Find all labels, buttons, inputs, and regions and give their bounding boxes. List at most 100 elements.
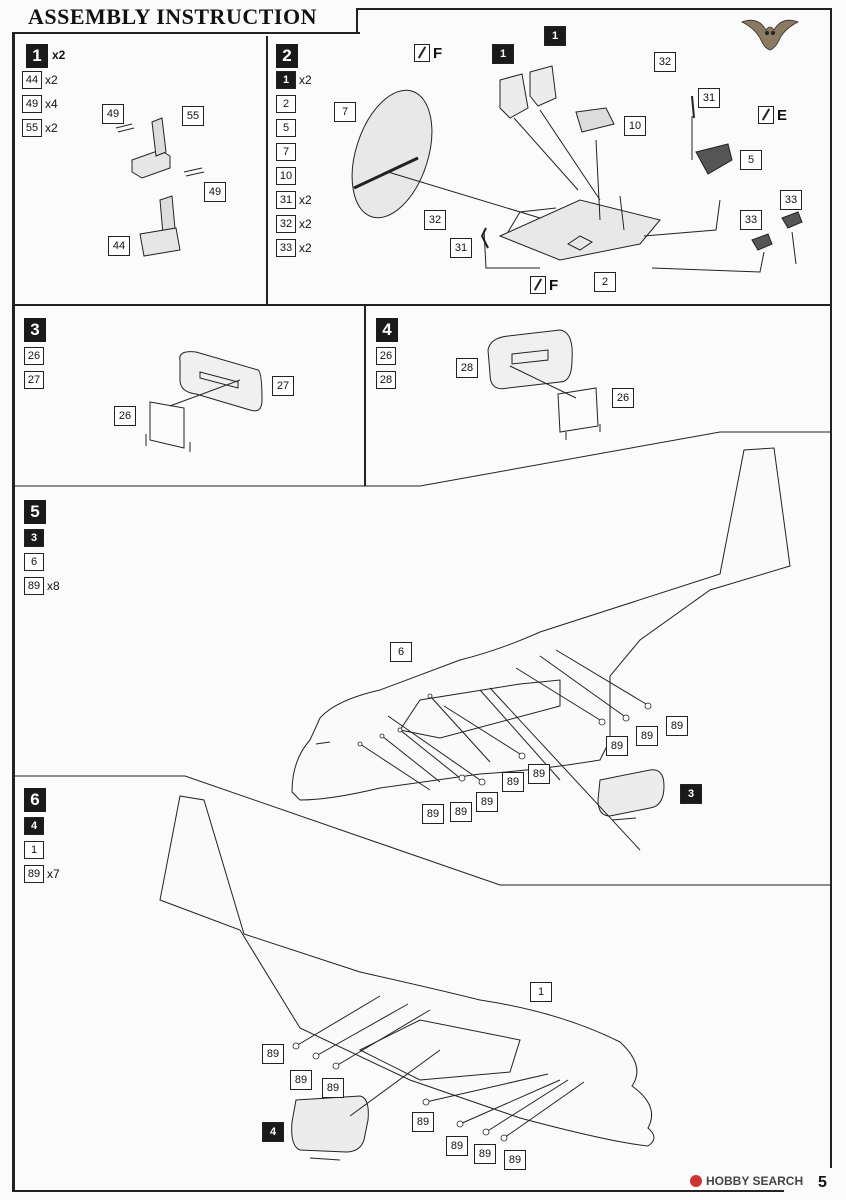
owl-logo-icon — [740, 14, 800, 54]
callout: 7 — [334, 102, 356, 122]
part-row: 6 — [24, 550, 60, 574]
part-id: 6 — [24, 553, 44, 571]
part-row: 2 — [276, 92, 312, 116]
callout: 28 — [456, 358, 478, 378]
step-3-parts-list: 26 27 — [24, 344, 44, 392]
part-row: 1 — [24, 838, 60, 862]
frame-top-left — [12, 32, 360, 34]
callout: 49 — [102, 104, 124, 124]
part-id: 28 — [376, 371, 396, 389]
callout: 89 — [666, 716, 688, 736]
callout: 33 — [780, 190, 802, 210]
part-row: 27 — [24, 368, 44, 392]
part-id: 44 — [22, 71, 42, 89]
part-qty: x2 — [45, 73, 58, 87]
callout: 27 — [272, 376, 294, 396]
part-row: 5 — [276, 116, 312, 140]
callout: 44 — [108, 236, 130, 256]
part-id: 26 — [24, 347, 44, 365]
part-id: 1 — [24, 841, 44, 859]
paint-brush-icon — [414, 44, 430, 62]
step-5-badge: 5 — [24, 500, 46, 524]
part-row: 4 — [24, 814, 60, 838]
callout: 31 — [698, 88, 720, 108]
callout: 89 — [636, 726, 658, 746]
part-id: 3 — [24, 529, 44, 547]
callout: 89 — [528, 764, 550, 784]
part-id: 5 — [276, 119, 296, 137]
part-row: 28 — [376, 368, 396, 392]
step-1-multiplier: x2 — [52, 48, 66, 62]
part-qty: x2 — [45, 121, 58, 135]
part-id: 2 — [276, 95, 296, 113]
callout: 89 — [262, 1044, 284, 1064]
hobby-search-logo-icon — [690, 1175, 702, 1187]
paint-brush-icon — [530, 276, 546, 294]
callout: 55 — [182, 106, 204, 126]
callout: 1 — [492, 44, 514, 64]
callout: 1 — [530, 982, 552, 1002]
callout: 6 — [390, 642, 412, 662]
part-id: 1 — [276, 71, 296, 89]
part-id: 26 — [376, 347, 396, 365]
part-id: 7 — [276, 143, 296, 161]
part-id: 49 — [22, 95, 42, 113]
callout: 89 — [476, 792, 498, 812]
paint-code-f: F — [530, 276, 558, 294]
part-row: 26 — [24, 344, 44, 368]
callout: 26 — [114, 406, 136, 426]
part-id: 31 — [276, 191, 296, 209]
step-4-badge: 4 — [376, 318, 398, 342]
callout: 4 — [262, 1122, 284, 1142]
part-qty: x8 — [47, 579, 60, 593]
part-id: 33 — [276, 239, 296, 257]
part-id: 55 — [22, 119, 42, 137]
part-qty: x4 — [45, 97, 58, 111]
step-3-badge: 3 — [24, 318, 46, 342]
callout: 89 — [322, 1078, 344, 1098]
part-id: 89 — [24, 577, 44, 595]
callout: 89 — [290, 1070, 312, 1090]
part-id: 27 — [24, 371, 44, 389]
part-qty: x7 — [47, 867, 60, 881]
part-row: 7 — [276, 140, 312, 164]
step-4-parts-list: 26 28 — [376, 344, 396, 392]
callout: 2 — [594, 272, 616, 292]
part-qty: x2 — [299, 217, 312, 231]
callout: 49 — [204, 182, 226, 202]
divider-step1-2 — [266, 36, 268, 304]
part-id: 4 — [24, 817, 44, 835]
divider-row1 — [12, 304, 832, 306]
callout: 5 — [740, 150, 762, 170]
callout: 89 — [412, 1112, 434, 1132]
paint-code-f: F — [414, 44, 442, 62]
part-id: 32 — [276, 215, 296, 233]
part-qty: x2 — [299, 193, 312, 207]
paint-brush-icon — [758, 106, 774, 124]
part-row: 10 — [276, 164, 312, 188]
part-qty: x2 — [299, 73, 312, 87]
part-id: 10 — [276, 167, 296, 185]
part-row: 26 — [376, 344, 396, 368]
step-6-badge: 6 — [24, 788, 46, 812]
frame-title-tab — [356, 8, 358, 34]
callout: 26 — [612, 388, 634, 408]
divider-step3-4 — [364, 306, 366, 486]
part-id: 89 — [24, 865, 44, 883]
callout: 89 — [446, 1136, 468, 1156]
callout: 3 — [680, 784, 702, 804]
hobby-search-watermark: HOBBY SEARCH — [690, 1174, 803, 1188]
frame-right — [830, 8, 832, 1168]
